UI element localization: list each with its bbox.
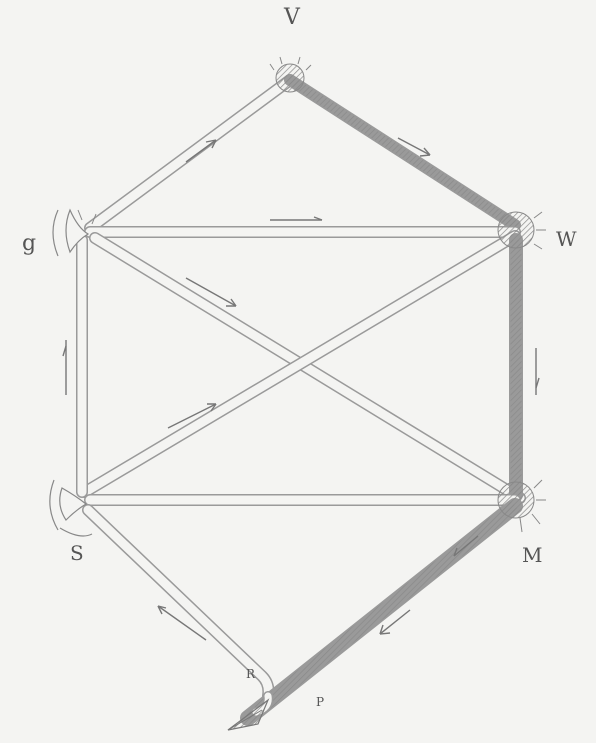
label-lower-left-s: S bbox=[70, 541, 84, 565]
label-upper-left-g: g bbox=[22, 231, 36, 256]
node-m bbox=[498, 480, 546, 532]
label-outlet-p: P bbox=[316, 695, 324, 709]
channel-v-w-hatched bbox=[290, 80, 515, 225]
label-junction-r: R bbox=[246, 667, 256, 681]
label-upper-right-w: W bbox=[556, 227, 577, 251]
node-w bbox=[498, 212, 546, 249]
channels bbox=[82, 80, 520, 718]
label-lower-right-m: M bbox=[522, 543, 542, 567]
channel-s-r bbox=[88, 510, 268, 696]
channel-g-v bbox=[90, 80, 290, 228]
arrow-w-m bbox=[536, 348, 539, 395]
arrow-g-s bbox=[63, 340, 66, 395]
label-top-v: V bbox=[283, 5, 301, 30]
outlet-arrowhead bbox=[228, 700, 268, 730]
arrow-g-w bbox=[270, 217, 322, 220]
